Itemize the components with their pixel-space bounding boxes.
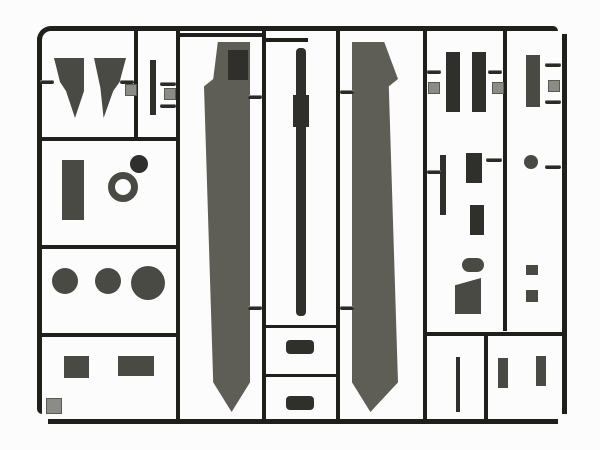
mudguard-left-part — [54, 58, 84, 118]
corner-tl — [37, 26, 60, 49]
divider-v4 — [336, 31, 340, 421]
gate — [160, 82, 176, 86]
small-block-part-2 — [526, 290, 538, 302]
gun-mantlet — [293, 95, 309, 127]
part-number-tag — [548, 80, 560, 92]
gate — [40, 80, 54, 84]
turret-ring-part — [108, 172, 138, 202]
track-guides-left — [446, 52, 460, 112]
divider-h5 — [264, 325, 338, 328]
wedge-plate-part — [455, 278, 481, 314]
track-link-bottom — [286, 396, 314, 410]
divider-v6 — [503, 31, 507, 331]
hull-side-left — [204, 42, 250, 412]
sprue-frame-right — [562, 34, 567, 414]
barrel-sprue-arm — [266, 38, 308, 42]
divider-h7 — [180, 33, 264, 37]
gate — [120, 80, 134, 84]
track-link-top — [286, 340, 314, 354]
part-number-tag — [125, 84, 137, 96]
gate — [340, 306, 354, 310]
gate — [248, 95, 262, 99]
divider-h3 — [40, 333, 178, 337]
suspension-part — [456, 357, 460, 412]
track-guides-right — [472, 52, 486, 112]
sprue-frame-top — [48, 26, 558, 31]
bracket-part-br — [498, 358, 508, 388]
box-part-right-1 — [466, 153, 482, 183]
gun-barrel — [296, 48, 306, 316]
gate — [340, 90, 354, 94]
round-hatch-1 — [52, 268, 78, 294]
small-bracket-part — [150, 60, 156, 115]
sprue-frame-left — [37, 34, 42, 414]
divider-v7 — [484, 335, 488, 421]
gate — [248, 306, 262, 310]
lamp-part — [536, 356, 546, 386]
round-hatch-3 — [131, 266, 165, 300]
hatch-disc-part — [524, 155, 538, 169]
hull-side-right — [352, 42, 398, 412]
divider-v2 — [176, 31, 180, 421]
gate — [160, 104, 176, 108]
gate — [488, 70, 502, 74]
armor-plate-part — [526, 55, 540, 107]
part-number-tag — [164, 88, 176, 100]
sprue-frame-bottom — [48, 419, 558, 424]
divider-h1 — [40, 137, 178, 141]
deck-plate-part — [62, 160, 84, 220]
axle-part — [118, 356, 154, 376]
part-number-tag — [492, 82, 504, 94]
gate — [545, 100, 561, 104]
antenna-mount-part — [440, 155, 446, 215]
hull-hatch-left — [228, 50, 248, 80]
gate — [486, 158, 502, 162]
small-block-part-1 — [526, 265, 538, 275]
divider-h2 — [40, 245, 178, 249]
cupola-part — [130, 155, 148, 173]
divider-h4 — [425, 332, 565, 336]
divider-v5 — [423, 31, 427, 421]
sight-part — [462, 258, 484, 272]
box-part-right-2 — [470, 205, 484, 235]
gate — [545, 63, 561, 67]
divider-v3 — [262, 31, 266, 421]
part-number-tag — [428, 82, 440, 94]
round-hatch-2 — [95, 268, 121, 294]
gate — [545, 165, 561, 169]
gate — [427, 170, 441, 174]
divider-h6 — [264, 374, 338, 377]
box-part — [64, 356, 89, 378]
gate — [427, 70, 441, 74]
mudguard-right-part — [94, 58, 126, 118]
part-number-tag — [46, 398, 62, 414]
